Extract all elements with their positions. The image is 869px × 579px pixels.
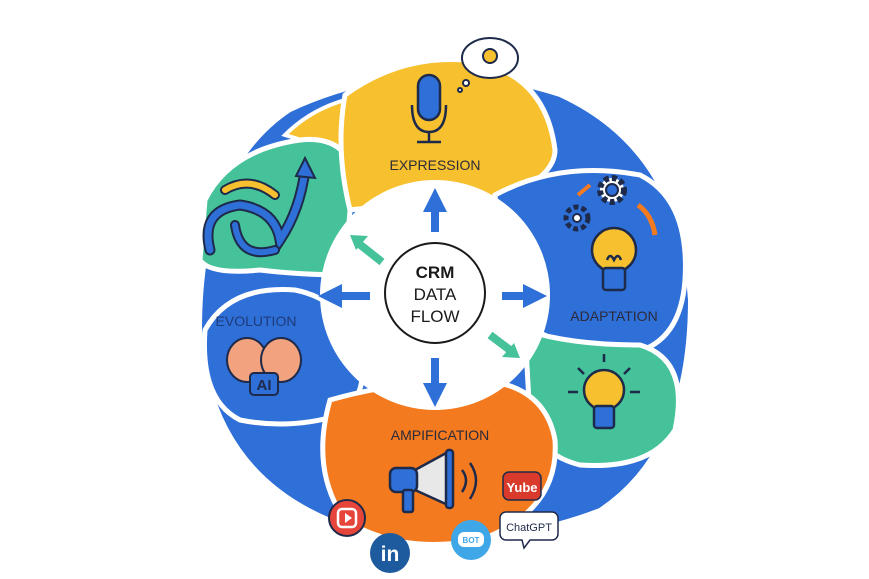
label-evolution: EVOLUTION xyxy=(216,313,297,329)
arrow-up-left xyxy=(355,239,385,266)
center-circle xyxy=(384,242,486,344)
label-amplification: AMPIFICATION xyxy=(391,427,490,443)
bot-text: BOT xyxy=(463,536,480,545)
linkedin-icon[interactable]: in xyxy=(370,533,410,573)
swirl-arrows-icon xyxy=(202,155,317,258)
microphone-icon xyxy=(410,73,448,144)
arrow-up-left-head xyxy=(350,235,368,250)
brain-ai-icon: AI xyxy=(226,337,302,396)
lightbulb-rays-icon xyxy=(568,354,640,430)
flow-arrows xyxy=(318,188,547,407)
center-line-1: CRM xyxy=(416,263,455,282)
lightbulb-icon xyxy=(590,226,638,292)
youtube-text: Yube xyxy=(506,480,537,495)
ai-badge-text: AI xyxy=(257,377,272,394)
arrow-down-right xyxy=(487,331,513,354)
chatgpt-text: ChatGPT xyxy=(506,522,552,534)
center-line-2: DATA xyxy=(414,285,457,304)
chatgpt-bubble-icon[interactable]: ChatGPT xyxy=(499,511,559,550)
megaphone-icon xyxy=(388,448,478,514)
label-adaptation: ADAPTATION xyxy=(570,308,657,324)
instagram-icon[interactable] xyxy=(328,499,366,537)
thought-bubble-icon xyxy=(457,37,519,93)
gears-icon xyxy=(563,175,658,236)
arrow-down-right-head xyxy=(502,343,520,358)
youtube-icon[interactable]: Yube xyxy=(502,471,542,501)
center-line-3: FLOW xyxy=(410,307,459,326)
bot-icon[interactable]: BOT xyxy=(451,520,491,560)
linkedin-text: in xyxy=(381,543,400,566)
label-expression: EXPRESSION xyxy=(389,157,480,173)
